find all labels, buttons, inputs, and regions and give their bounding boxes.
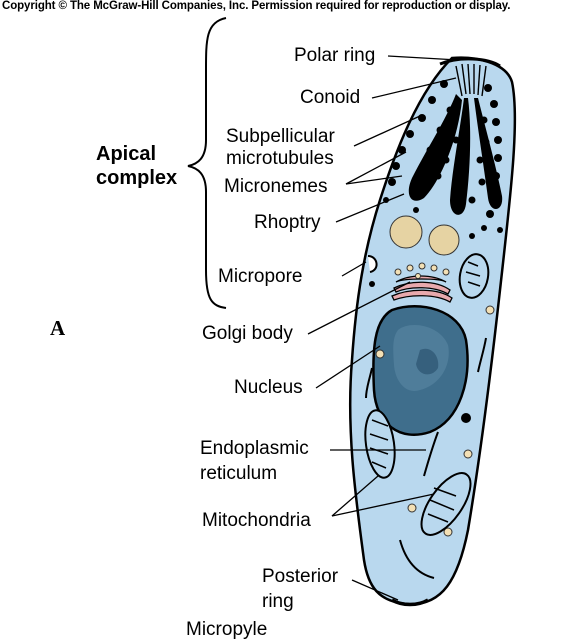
micropore-shape (367, 255, 378, 273)
label-er-1: Endoplasmic (200, 438, 309, 459)
label-golgi-body: Golgi body (202, 323, 293, 344)
rhoptry-shapes (408, 94, 503, 215)
label-mitochondria: Mitochondria (202, 510, 311, 531)
microneme-dot (484, 84, 492, 92)
conoid-shape (455, 63, 487, 97)
microneme-dot (476, 156, 484, 164)
label-polar-ring: Polar ring (294, 45, 376, 66)
label-subpellicular-1: Subpellicular (226, 126, 335, 147)
copyright-notice: Copyright © The McGraw-Hill Companies, I… (2, 0, 511, 12)
microneme-dot (452, 136, 460, 144)
label-micronemes: Micronemes (224, 176, 328, 197)
microneme-dot (486, 210, 494, 218)
panel-letter: A (50, 316, 66, 340)
microneme-dot (469, 233, 475, 239)
microneme-dot (406, 130, 414, 138)
polar-ring-shape (439, 57, 501, 68)
microneme-dot (413, 207, 419, 213)
nucleus-shape (372, 305, 469, 436)
label-conoid: Conoid (300, 87, 361, 108)
microneme-dot (436, 126, 444, 134)
microneme-dot (494, 136, 502, 144)
golgi-vesicles (394, 262, 450, 279)
microneme-dot (442, 156, 450, 164)
dark-granule-2 (369, 281, 375, 287)
label-posterior-1: Posterior (262, 566, 339, 587)
microneme-dot (392, 162, 400, 170)
microneme-dot (426, 146, 434, 154)
microneme-dot (494, 154, 502, 162)
microneme-dot (398, 146, 406, 154)
microneme-dot (478, 178, 486, 186)
microneme-dot (481, 225, 487, 231)
small-vesicles (375, 305, 495, 537)
dense-granules (389, 215, 460, 256)
microneme-dot (446, 106, 454, 114)
microneme-dot (428, 96, 436, 104)
label-micropore: Micropore (218, 266, 303, 287)
dark-granule (461, 413, 471, 423)
microneme-dot (492, 172, 500, 180)
microneme-dot (454, 184, 462, 192)
apical-complex-label-1: Apical (96, 143, 157, 165)
microneme-dot (482, 138, 490, 146)
microneme-dot (492, 118, 500, 126)
er-shapes (365, 337, 487, 579)
label-posterior-2: ring (262, 591, 294, 612)
mitochondrion-left (364, 409, 396, 479)
label-nucleus: Nucleus (234, 377, 303, 398)
microneme-dot (480, 116, 488, 124)
label-micropyle: Micropyle (186, 619, 268, 640)
microneme-dot (490, 100, 498, 108)
label-er-2: reticulum (200, 463, 278, 484)
leader-lines (307, 55, 459, 601)
label-subpellicular-2: microtubules (226, 148, 334, 169)
microneme-dot (468, 196, 476, 204)
microneme-dot (388, 178, 396, 186)
microneme-dot (434, 172, 442, 180)
microneme-dot (497, 227, 503, 233)
label-rhoptry: Rhoptry (254, 212, 321, 233)
posterior-ring-shape (391, 598, 429, 607)
apical-complex-label-2: complex (96, 167, 178, 189)
microneme-dot (490, 192, 498, 200)
microneme-dot (418, 114, 426, 122)
mitochondrion-top (458, 253, 490, 299)
apical-bracket (187, 17, 227, 309)
golgi-body-shape (391, 275, 453, 303)
